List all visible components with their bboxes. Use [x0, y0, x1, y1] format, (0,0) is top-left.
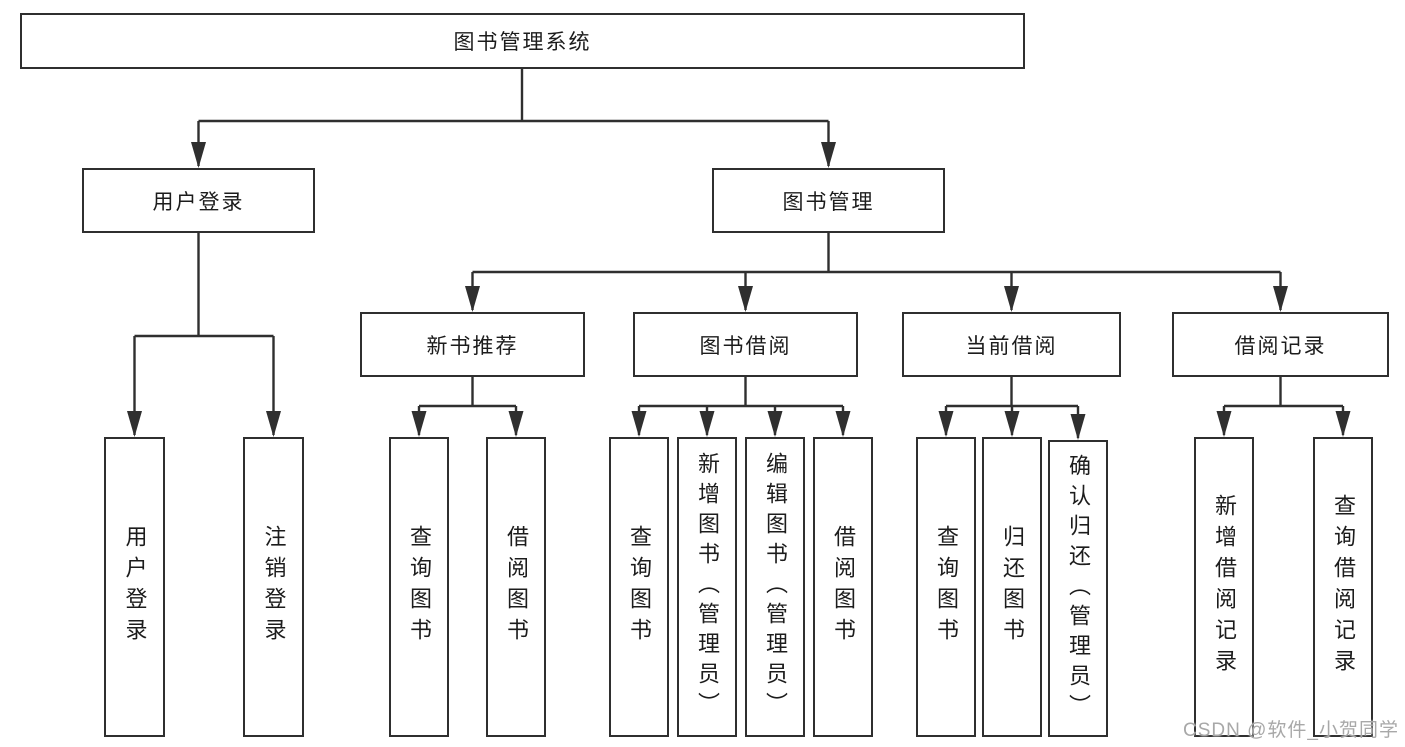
leaf-edit-book-admin: 编辑图书（管理员） — [745, 437, 805, 737]
leaf-query-borrow-record: 查询借阅记录 — [1313, 437, 1373, 737]
node-book-borrow-label: 图书借阅 — [699, 334, 792, 358]
leaf-return-book-label: 归还图书 — [1000, 525, 1025, 649]
leaf-borrow-book-2: 借阅图书 — [813, 437, 873, 737]
leaf-confirm-return-admin-label: 确认归还（管理员） — [1066, 453, 1091, 724]
leaf-add-book-admin-label: 新增图书（管理员） — [695, 452, 720, 722]
node-new-book-recommend: 新书推荐 — [360, 312, 585, 377]
watermark-text: CSDN @软件_小贺同学 — [1183, 720, 1399, 741]
leaf-borrow-book-1-label: 借阅图书 — [504, 525, 529, 649]
node-user-login: 用户登录 — [82, 168, 315, 233]
leaf-query-book-1: 查询图书 — [389, 437, 449, 737]
node-current-borrow: 当前借阅 — [902, 312, 1121, 377]
leaf-add-borrow-record: 新增借阅记录 — [1194, 437, 1254, 737]
node-borrow-records: 借阅记录 — [1172, 312, 1389, 377]
node-borrow-records-label: 借阅记录 — [1234, 334, 1327, 358]
leaf-borrow-book-2-label: 借阅图书 — [831, 525, 856, 649]
node-user-login-label: 用户登录 — [152, 190, 245, 214]
leaf-logout-login-label: 注销登录 — [261, 525, 287, 649]
node-current-borrow-label: 当前借阅 — [965, 334, 1058, 358]
leaf-add-book-admin: 新增图书（管理员） — [677, 437, 737, 737]
leaf-logout-login: 注销登录 — [243, 437, 304, 737]
arrowhead-icons — [127, 142, 1351, 440]
leaf-query-book-2-label: 查询图书 — [627, 525, 652, 649]
leaf-confirm-return-admin: 确认归还（管理员） — [1048, 440, 1108, 737]
node-book-management-label: 图书管理 — [782, 190, 875, 214]
leaf-user-login: 用户登录 — [104, 437, 165, 737]
leaf-query-book-3-label: 查询图书 — [934, 525, 959, 649]
leaf-query-book-1-label: 查询图书 — [407, 525, 432, 649]
leaf-query-book-3: 查询图书 — [916, 437, 976, 737]
leaf-edit-book-admin-label: 编辑图书（管理员） — [763, 452, 788, 722]
leaf-query-book-2: 查询图书 — [609, 437, 669, 737]
node-root: 图书管理系统 — [20, 13, 1025, 69]
leaf-query-borrow-record-label: 查询借阅记录 — [1331, 494, 1356, 680]
node-book-borrow: 图书借阅 — [633, 312, 858, 377]
node-book-management: 图书管理 — [712, 168, 945, 233]
node-new-book-recommend-label: 新书推荐 — [426, 334, 519, 358]
leaf-return-book: 归还图书 — [982, 437, 1042, 737]
leaf-add-borrow-record-label: 新增借阅记录 — [1212, 494, 1237, 680]
leaf-borrow-book-1: 借阅图书 — [486, 437, 546, 737]
leaf-user-login-label: 用户登录 — [122, 525, 148, 649]
node-root-label: 图书管理系统 — [453, 31, 592, 54]
